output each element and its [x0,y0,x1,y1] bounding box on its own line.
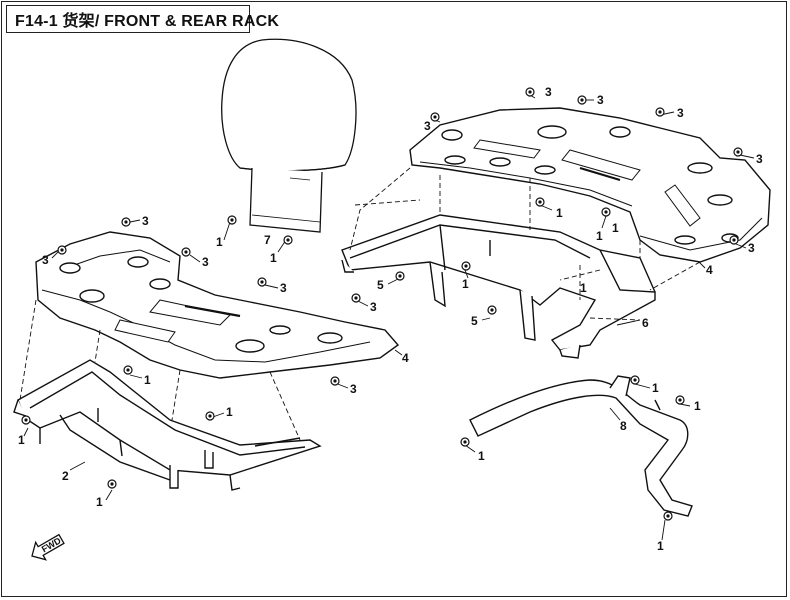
callout-4: 4 [402,351,409,365]
callout-3: 3 [202,255,209,269]
callout-1: 1 [270,251,277,265]
callout-3: 3 [677,106,684,120]
callout-1: 1 [478,449,485,463]
callout-3: 3 [424,119,431,133]
callout-2: 2 [62,469,69,483]
callout-leaders [23,94,755,541]
callout-1: 1 [657,539,664,553]
callout-1: 1 [226,405,233,419]
callout-3: 3 [597,93,604,107]
forward-arrow-icon: FWD [31,533,65,561]
title-box: F14-1 货架/ FRONT & REAR RACK [6,5,279,33]
callout-7: 7 [264,233,271,247]
callout-1: 1 [96,495,103,509]
callout-3: 3 [545,85,552,99]
callout-1: 1 [612,221,619,235]
callout-5: 5 [377,278,384,292]
page-title: F14-1 货架/ FRONT & REAR RACK [15,13,280,30]
callout-6: 6 [642,316,649,330]
callout-3: 3 [370,300,377,314]
callout-1: 1 [694,399,701,413]
rear-rack-frame [341,214,656,359]
callout-3: 3 [280,281,287,295]
callout-1: 1 [596,229,603,243]
callout-1: 1 [580,281,587,295]
callout-3: 3 [142,214,149,228]
callout-8: 8 [620,419,627,433]
backrest-assembly [221,38,357,233]
callout-1: 1 [144,373,151,387]
callout-1: 1 [216,235,223,249]
callout-1: 1 [652,381,659,395]
rear-rack-cover [409,107,771,263]
callout-labels: 3 3 3 3 3 3 3 3 3 3 3 3 1 1 1 1 1 1 1 1 … [18,85,763,553]
callout-5: 5 [471,314,478,328]
assembly-leader-lines [19,167,701,441]
callout-1: 1 [462,277,469,291]
grab-handle [469,375,693,517]
front-rack-frame [13,359,322,491]
callout-3: 3 [350,382,357,396]
callout-3: 3 [748,241,755,255]
callout-1: 1 [556,206,563,220]
callout-3: 3 [756,152,763,166]
front-rack-cover [35,231,400,379]
callout-4: 4 [706,263,713,277]
callout-1: 1 [18,433,25,447]
callout-3: 3 [42,253,49,267]
